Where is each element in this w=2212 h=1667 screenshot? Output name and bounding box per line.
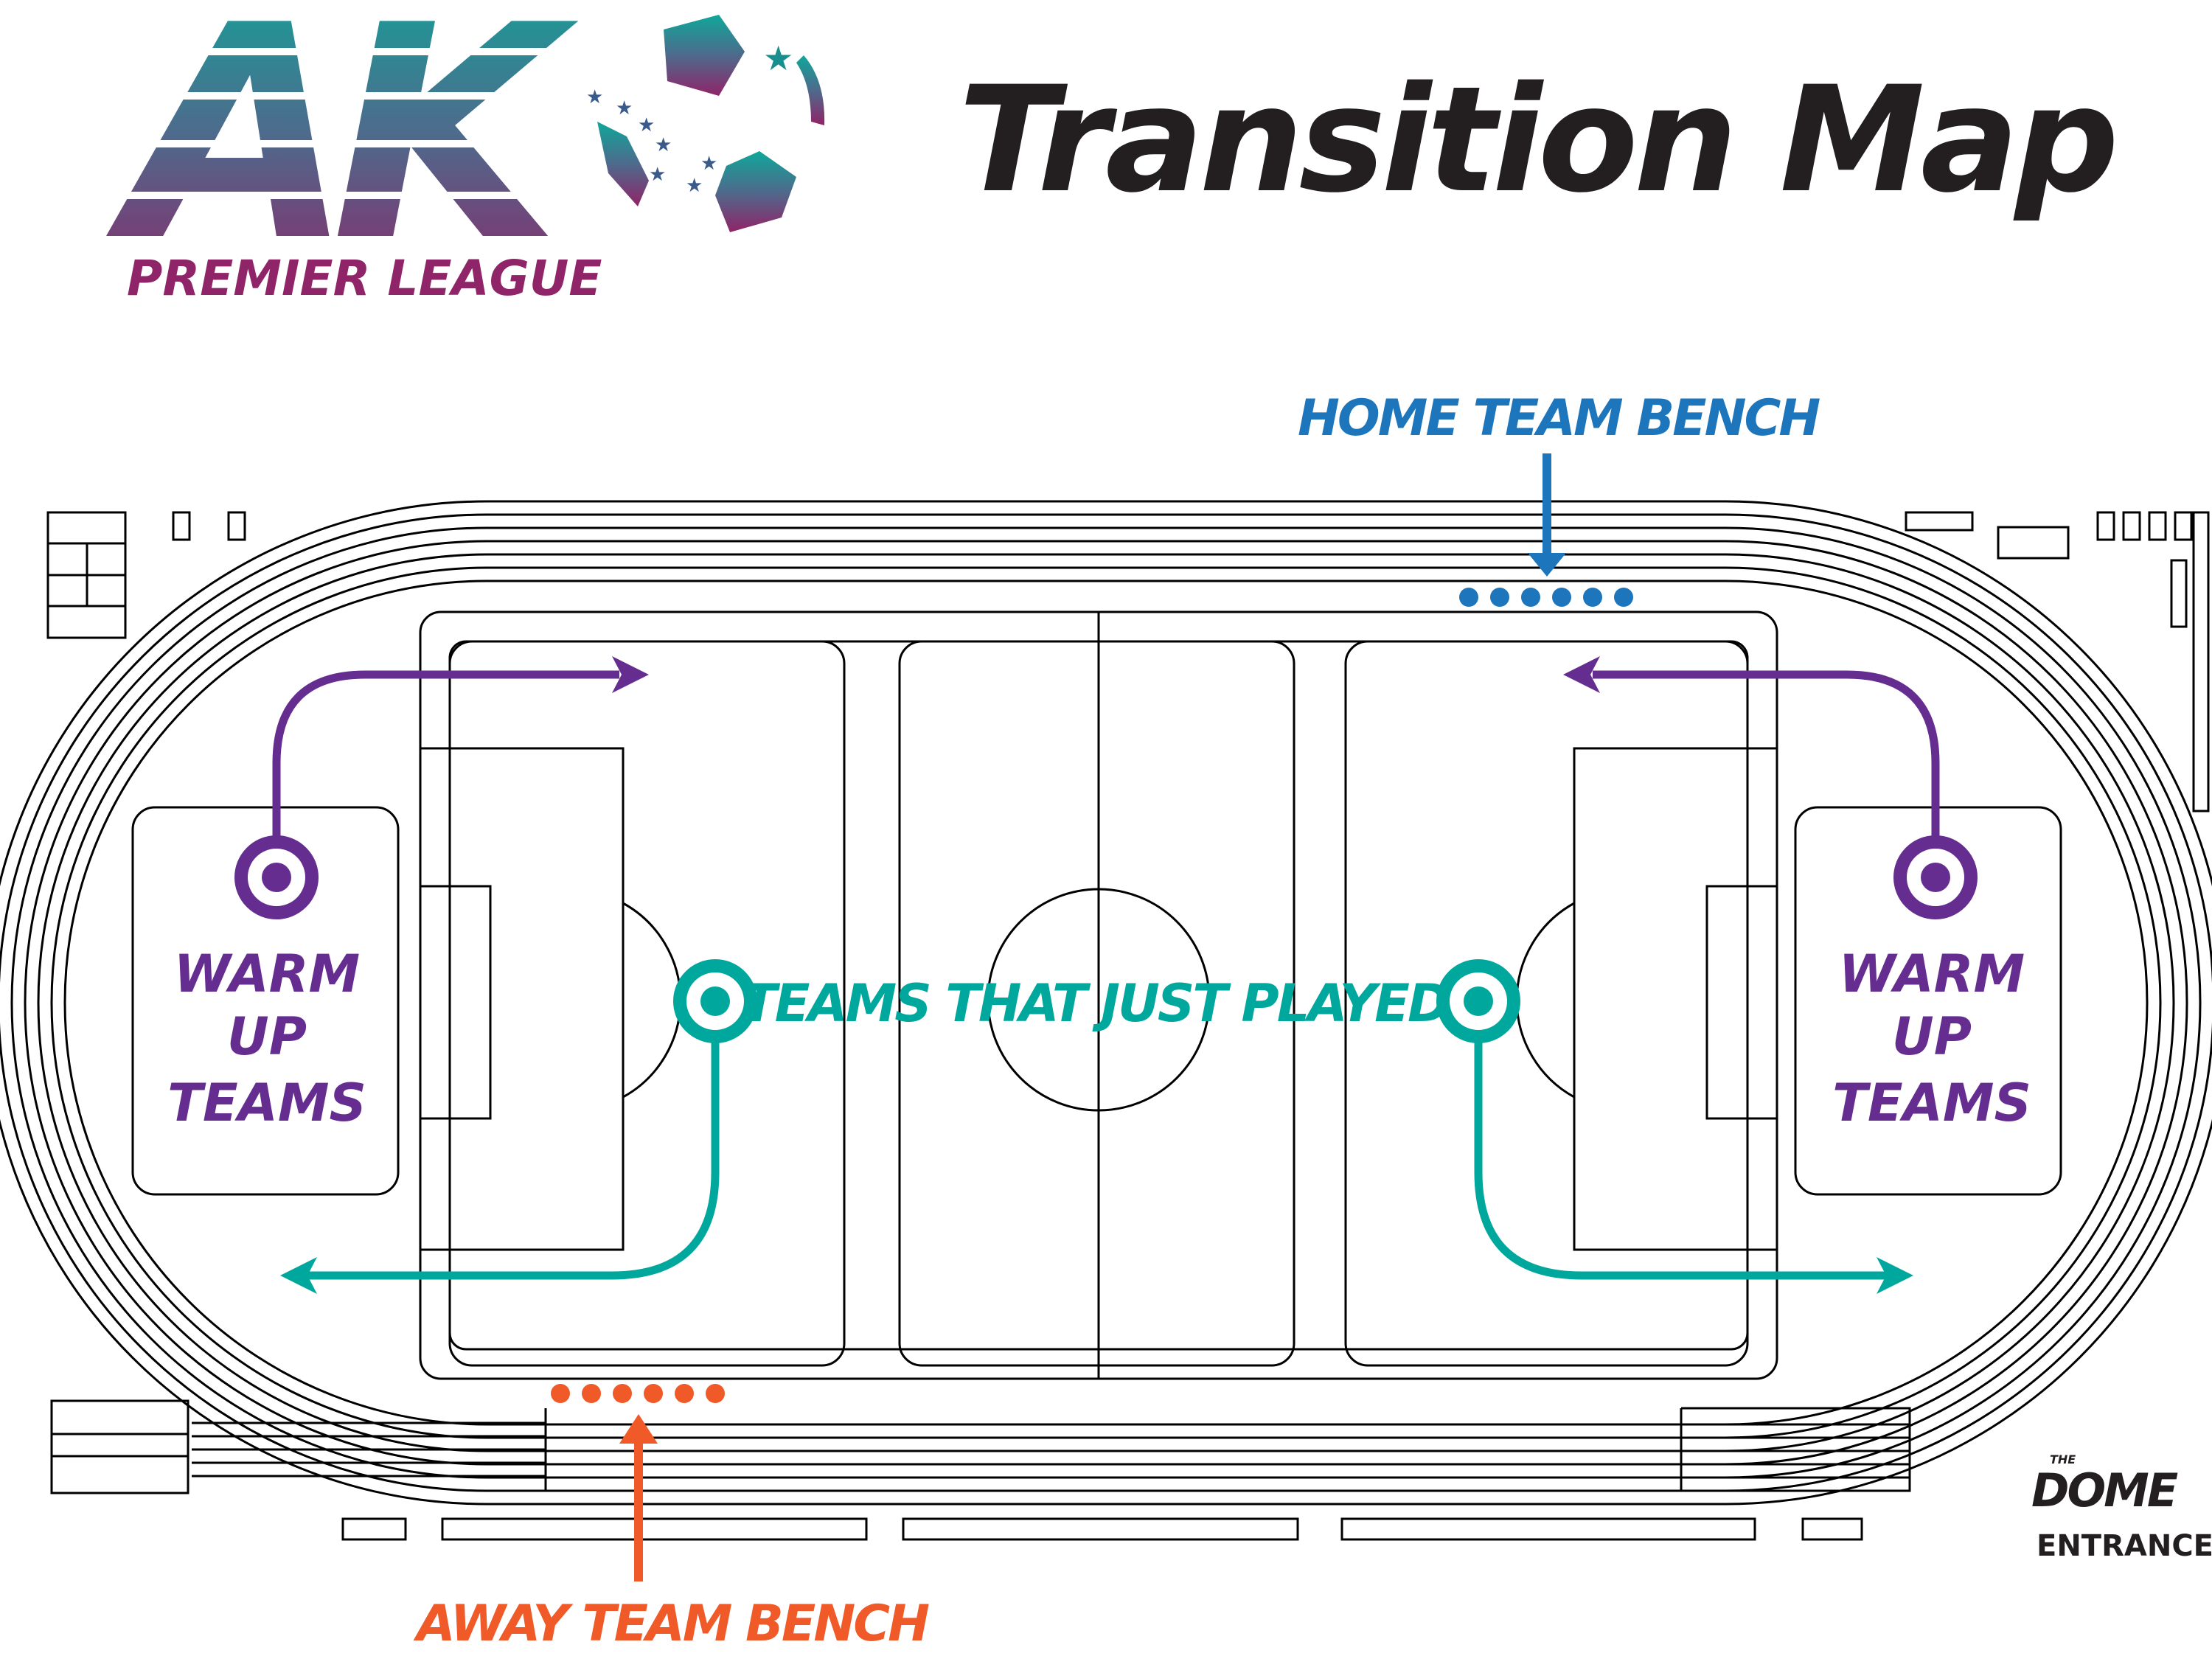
soccer-ball-icon — [597, 15, 825, 232]
warm-up-zone-left — [131, 806, 400, 1196]
away-bench-label: AWAY TEAM BENCH — [413, 1595, 929, 1653]
svg-text:★: ★ — [763, 38, 793, 78]
warm-up-label-right: WARM UP TEAMS — [1832, 944, 2031, 1133]
just-played-route-left — [280, 959, 757, 1294]
warm-up-left-line-3: TEAMS — [167, 1073, 366, 1133]
warm-up-route-right — [1563, 656, 1978, 919]
svg-text:★: ★ — [700, 153, 717, 175]
warm-up-zone-right — [1794, 806, 2062, 1196]
svg-text:★: ★ — [655, 134, 672, 156]
logo-subtitle: PREMIER LEAGUE — [127, 250, 602, 307]
running-track — [0, 500, 2212, 1506]
venue-brand-name: DOME — [2031, 1464, 2178, 1517]
warm-up-right-line-3: TEAMS — [1832, 1073, 2031, 1133]
warm-up-left-line-1: WARM — [174, 944, 360, 1004]
svg-text:★: ★ — [616, 97, 633, 119]
warm-up-left-line-2: UP — [227, 1006, 307, 1067]
logo-stars: ★ ★ ★ ★ ★ ★ ★ ★ — [586, 38, 793, 197]
away-team-bench: AWAY TEAM BENCH — [413, 1384, 931, 1653]
venue-brand: THE DOME ENTRANCE — [2031, 1452, 2212, 1563]
warm-up-label-left: WARM UP TEAMS — [167, 944, 366, 1133]
svg-text:★: ★ — [638, 114, 655, 136]
facility-structures — [46, 511, 2210, 1541]
soccer-pitch — [419, 610, 1778, 1380]
venue-brand-small: THE — [2050, 1452, 2076, 1466]
just-played-label: TEAMS THAT JUST PLAYED — [742, 973, 1449, 1034]
home-bench-seats — [1459, 588, 1633, 607]
svg-text:★: ★ — [649, 164, 666, 186]
just-played-route-right — [1436, 959, 1913, 1294]
warm-up-route-left — [234, 656, 649, 919]
warm-up-right-line-2: UP — [1892, 1006, 1972, 1067]
home-team-bench: HOME TEAM BENCH — [1298, 389, 1822, 607]
away-bench-seats — [551, 1384, 725, 1403]
warm-up-right-line-1: WARM — [1839, 944, 2025, 1004]
svg-text:★: ★ — [686, 175, 703, 197]
page-title: Transition Map — [959, 55, 2115, 225]
home-bench-label: HOME TEAM BENCH — [1298, 389, 1820, 448]
svg-text:★: ★ — [586, 86, 603, 108]
league-logo: AK ★ ★ ★ ★ ★ ★ ★ ★ PREMIER LEAGUE — [102, 0, 825, 307]
venue-entrance: ENTRANCE — [2037, 1529, 2212, 1563]
